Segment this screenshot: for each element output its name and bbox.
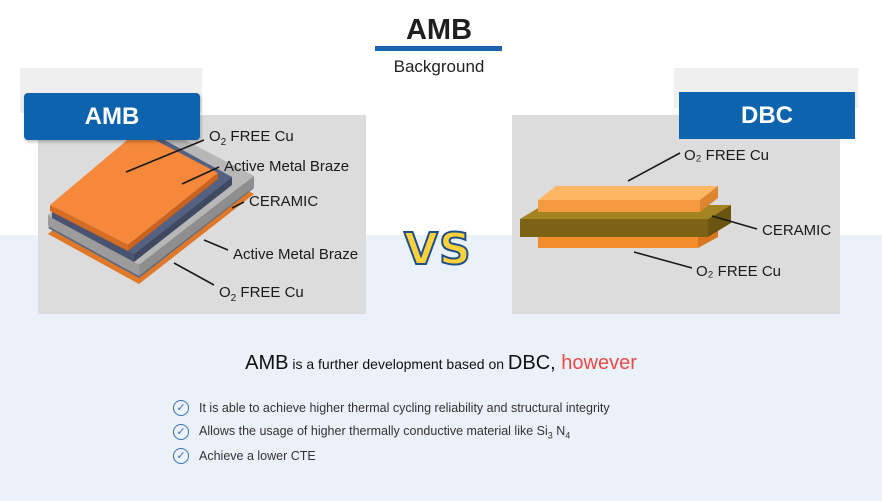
dbc-label-top-cu: O₂ FREE Cu bbox=[684, 147, 769, 164]
amb-stack bbox=[48, 126, 254, 284]
check-circle-icon: ✓ bbox=[173, 400, 189, 416]
amb-label-bottom-cu: O2 FREE Cu bbox=[219, 284, 304, 304]
list-item: ✓ Allows the usage of higher thermally c… bbox=[173, 420, 610, 444]
dbc-leader-bottom-cu bbox=[633, 251, 693, 269]
summary-amb: AMB bbox=[245, 352, 289, 374]
dbc-tab: DBC bbox=[679, 92, 855, 139]
amb-leader-ceramic bbox=[231, 201, 245, 209]
dbc-stack bbox=[520, 186, 731, 248]
benefit-text: Achieve a lower CTE bbox=[199, 449, 316, 463]
amb-leader-braze-top bbox=[181, 166, 220, 185]
dbc-leader-ceramic bbox=[711, 215, 758, 230]
check-circle-icon: ✓ bbox=[173, 424, 189, 440]
benefit-list: ✓ It is able to achieve higher thermal c… bbox=[173, 396, 610, 468]
dbc-label-bottom-cu: O₂ FREE Cu bbox=[696, 263, 781, 280]
amb-leader-top-cu bbox=[125, 139, 205, 173]
summary-line: AMB is a further development based on DB… bbox=[0, 352, 882, 375]
title-underline bbox=[375, 46, 502, 51]
amb-leader-bottom-cu bbox=[173, 262, 215, 286]
page-title: AMB bbox=[405, 14, 473, 46]
amb-label-braze-top: Active Metal Braze bbox=[224, 158, 349, 175]
list-item: ✓ It is able to achieve higher thermal c… bbox=[173, 396, 610, 420]
summary-dbc: DBC, bbox=[507, 352, 562, 374]
amb-label-top-cu: O2 FREE Cu bbox=[209, 128, 294, 148]
summary-middle: is a further development based on bbox=[288, 356, 508, 372]
list-item: ✓ Achieve a lower CTE bbox=[173, 444, 610, 468]
dbc-leader-top-cu bbox=[627, 152, 681, 182]
dbc-label-ceramic: CERAMIC bbox=[762, 222, 831, 239]
check-circle-icon: ✓ bbox=[173, 448, 189, 464]
amb-leader-braze-bottom bbox=[203, 239, 229, 251]
vs-label: VS bbox=[403, 223, 472, 276]
page-subtitle: Background bbox=[393, 57, 485, 76]
benefit-text: It is able to achieve higher thermal cyc… bbox=[199, 401, 610, 415]
benefit-text: Allows the usage of higher thermally con… bbox=[199, 423, 571, 441]
amb-label-braze-bottom: Active Metal Braze bbox=[233, 246, 358, 263]
amb-label-ceramic: CERAMIC bbox=[249, 193, 318, 210]
amb-tab: AMB bbox=[24, 93, 200, 140]
summary-however: however bbox=[561, 352, 637, 374]
